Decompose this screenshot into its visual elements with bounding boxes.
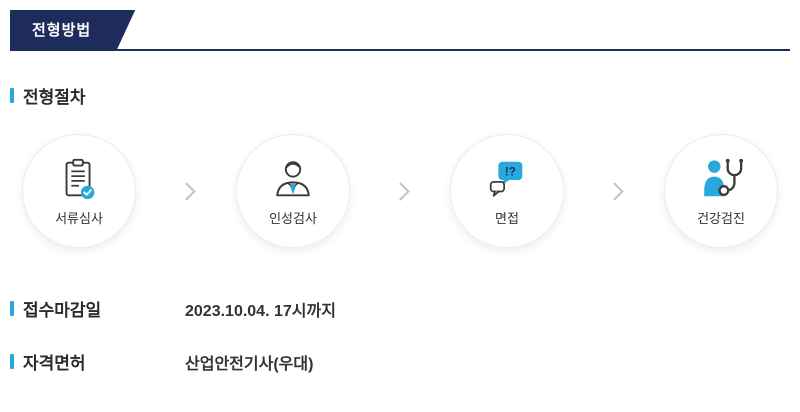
deadline-row: 접수마감일 2023.10.04. 17시까지 [10,296,790,321]
interview-bubble-text: !? [505,166,516,178]
step-label: 면접 [495,210,519,226]
deadline-heading: 접수마감일 [10,296,185,321]
step-label: 건강검진 [697,210,745,226]
chevron-right-icon [390,181,410,201]
license-label: 자격면허 [23,354,86,373]
section-bullet-bar [10,354,14,369]
license-heading: 자격면허 [10,349,185,374]
section-bullet-bar [10,88,14,103]
person-stethoscope-icon [698,156,744,202]
page-title: 전형방법 [10,10,135,49]
deadline-value: 2023.10.04. 17시까지 [185,302,336,320]
step-interview: !? 면접 [450,134,564,248]
person-tie-icon [270,156,316,202]
license-value: 산업안전기사(우대) [185,355,314,373]
step-label: 서류심사 [55,210,103,226]
procedure-steps: 서류심사 인성검사 !? [22,134,778,248]
procedure-section-label: 전형절차 [23,88,86,107]
step-personality-test: 인성검사 [236,134,350,248]
chevron-right-icon [176,181,196,201]
chevron-right-icon [604,181,624,201]
speech-bubbles-icon: !? [484,156,530,202]
section-bullet-bar [10,301,14,316]
license-row: 자격면허 산업안전기사(우대) [10,349,790,374]
step-label: 인성검사 [269,210,317,226]
recruitment-method-page: 전형방법 전형절차 서류심사 [10,0,790,374]
deadline-label: 접수마감일 [23,301,102,320]
document-check-icon [56,156,102,202]
procedure-section-heading: 전형절차 [10,83,790,108]
banner-rule: 전형방법 [10,10,790,51]
step-health-checkup: 건강검진 [664,134,778,248]
step-document-screening: 서류심사 [22,134,136,248]
